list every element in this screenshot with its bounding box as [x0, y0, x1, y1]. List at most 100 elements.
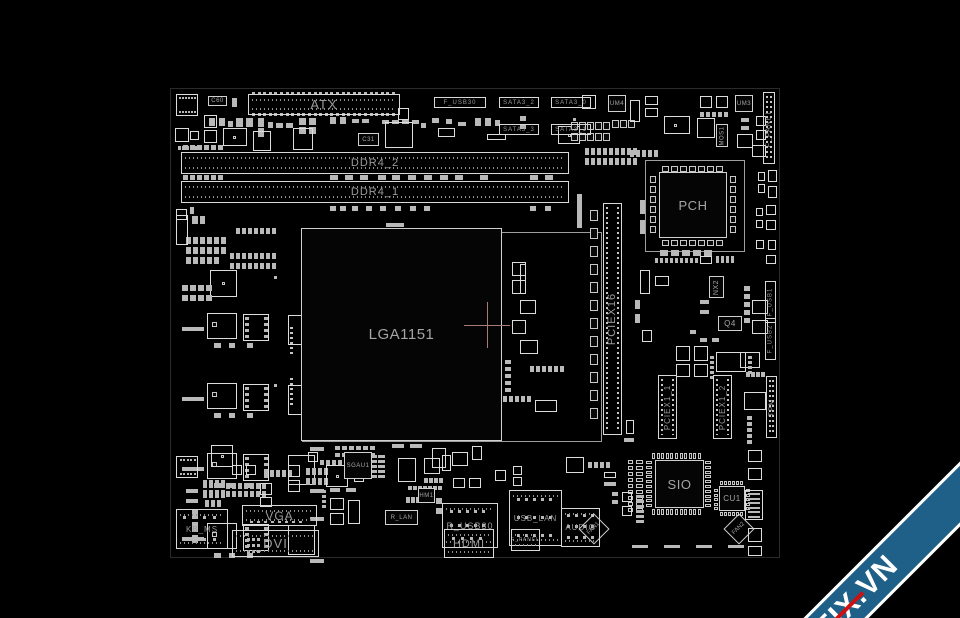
sio-pin	[698, 453, 701, 459]
vrm-cluster-pad	[214, 257, 219, 264]
bottom-pad	[588, 462, 592, 468]
q4-component[interactable]: Q4	[718, 316, 742, 331]
sio-pin	[661, 453, 665, 459]
bottom-silk-strip	[696, 545, 712, 548]
pch-edge-pad	[650, 186, 656, 193]
c31-capacitor[interactable]: C31	[358, 133, 379, 146]
slot-pin-row	[185, 157, 565, 159]
sio-pin	[646, 461, 652, 464]
sio-pin	[705, 489, 711, 493]
bottom-pin	[378, 465, 385, 468]
sgau1-chip[interactable]: SGAU1	[344, 452, 372, 479]
front-usb-header-2[interactable]: F_USB2	[765, 318, 776, 360]
sio-pin	[705, 461, 711, 464]
cpu-side-pad	[527, 396, 531, 402]
right-part	[756, 130, 766, 140]
cu1-pin	[714, 493, 718, 497]
mount-dot	[180, 459, 182, 461]
slot-pin-column	[766, 96, 768, 160]
atx-power-connector[interactable]: ATX	[248, 94, 400, 115]
um3-chip[interactable]: UM3	[735, 95, 753, 112]
atx-pin-top	[369, 92, 373, 95]
front-usb30-header-label: F_USB30	[443, 99, 477, 106]
cpu-bl-pad	[335, 453, 340, 457]
usb-pin	[458, 524, 461, 527]
hm1-chip[interactable]: HM1	[418, 488, 435, 503]
sata3-port-3[interactable]: SATA3_3	[499, 124, 539, 135]
bottom-pad	[346, 488, 356, 492]
vrm-res	[214, 343, 221, 348]
io-pad-row	[226, 483, 230, 489]
dvi-port[interactable]: DVI	[232, 530, 319, 557]
sata3-port-0-label: SATA3_0	[555, 99, 587, 106]
usb-pin	[482, 510, 485, 513]
vga-port[interactable]: VGA	[242, 505, 317, 526]
vrm-cluster-pad	[266, 228, 270, 234]
right-edge-pad	[747, 428, 752, 432]
smd-block	[628, 120, 635, 128]
cu1-chip[interactable]: CU1	[719, 486, 745, 511]
sio-pin	[646, 489, 652, 493]
cpu-side-pad	[505, 381, 511, 385]
mount-ring-dot	[182, 111, 184, 113]
kbms-pin	[193, 538, 196, 541]
rear-usb30-port[interactable]: R_USB30	[442, 503, 498, 548]
front-usb30-header[interactable]: F_USB30	[434, 97, 486, 108]
smd-part	[340, 117, 346, 124]
right-part	[752, 145, 766, 157]
ddr4-slot-1[interactable]: DDR4_1	[181, 181, 569, 203]
front-panel-audio[interactable]: F_PANEL	[511, 529, 540, 551]
pcie-x1-slot-2[interactable]: PCIEX1_2	[713, 375, 732, 439]
pch-chipset[interactable]: PCH	[659, 172, 727, 238]
sata3-port-0[interactable]: SATA3_0	[551, 97, 591, 108]
mos1-chip[interactable]: MOS1	[716, 124, 728, 147]
atx-pin-top	[274, 92, 278, 95]
atx-pin-top	[347, 92, 351, 95]
vrm-cluster-pad	[266, 263, 270, 269]
atx-pin-top	[296, 92, 300, 95]
hdmi-port[interactable]: HDMI	[444, 529, 494, 558]
header-pin	[748, 511, 760, 513]
vrm-res	[247, 413, 253, 418]
slot-pin-row	[513, 495, 558, 497]
vrm-cluster-pad	[186, 247, 191, 254]
audio-pin	[575, 525, 578, 528]
front-usb-header-1[interactable]: F_USB1	[765, 281, 776, 323]
cpu-side-pad	[505, 388, 511, 392]
decoupling-cap	[648, 150, 652, 157]
right-part	[645, 108, 658, 117]
pcie-x16-slot[interactable]: PCIEX16	[603, 203, 622, 435]
pcie-x1-slot-1[interactable]: PCIEX1_1	[658, 375, 677, 439]
vrm-pin-column	[290, 327, 293, 355]
ddr4-slot-2[interactable]: DDR4_2	[181, 152, 569, 174]
um4-chip[interactable]: UM4	[608, 95, 626, 112]
keyboard-mouse-port[interactable]: KB_MS	[176, 509, 228, 549]
pch-edge-pad	[730, 186, 736, 193]
bottom-pin	[439, 478, 443, 483]
vrm-cluster-pad	[207, 257, 212, 264]
sio-side-pad	[636, 478, 643, 482]
sata3-port-2[interactable]: SATA3_2	[499, 97, 539, 108]
c60-capacitor[interactable]: C60	[208, 96, 227, 106]
vrm-pad	[206, 295, 212, 301]
cpu-socket-lga1151[interactable]: LGA1151	[301, 228, 502, 441]
vrm-trace-pad	[182, 467, 204, 471]
bottom-pin	[429, 478, 433, 483]
right-edge-part	[768, 170, 777, 182]
vrm-choke	[176, 215, 188, 245]
nx2-component[interactable]: NX2	[709, 276, 724, 298]
cpu-bl-pad	[320, 460, 324, 465]
sata3-port-1[interactable]: SATA3_1	[551, 124, 591, 135]
tpm-header[interactable]: TPM	[766, 376, 777, 438]
sio-pin	[665, 509, 669, 515]
audio-jack-block[interactable]: AUDIO	[561, 508, 600, 547]
vrm-res	[229, 413, 235, 418]
lan-chip[interactable]: R_LAN	[385, 510, 418, 525]
vrm-res	[214, 553, 221, 558]
bottom-pin	[636, 510, 644, 513]
mount-dot	[186, 473, 189, 475]
super-io-chip[interactable]: SIO	[655, 460, 704, 508]
front-panel-header[interactable]: F_PANEL	[763, 92, 775, 164]
um3-chip-label: UM3	[736, 100, 752, 107]
